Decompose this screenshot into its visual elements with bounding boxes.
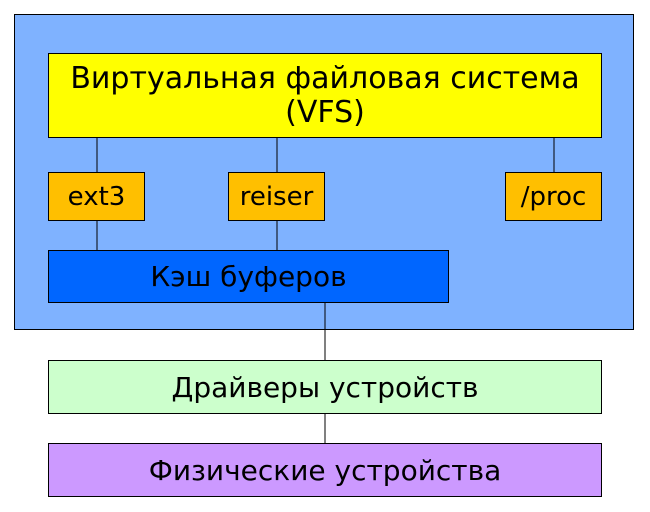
physical-devices-box: Физические устройства — [48, 443, 602, 497]
proc-label: /proc — [520, 181, 587, 212]
vfs-label: Виртуальная файловая система (VFS) — [70, 60, 580, 130]
ext3-box: ext3 — [48, 172, 145, 221]
reiser-label: reiser — [239, 181, 314, 212]
proc-box: /proc — [505, 172, 602, 221]
buffer-cache-box: Кэш буферов — [48, 250, 449, 303]
device-drivers-label: Драйверы устройств — [171, 370, 479, 404]
device-drivers-box: Драйверы устройств — [48, 360, 602, 414]
vfs-box: Виртуальная файловая система (VFS) — [48, 53, 602, 138]
ext3-label: ext3 — [67, 181, 126, 212]
buffer-cache-label: Кэш буферов — [150, 260, 347, 293]
physical-devices-label: Физические устройства — [148, 453, 502, 487]
reiser-box: reiser — [228, 172, 325, 221]
